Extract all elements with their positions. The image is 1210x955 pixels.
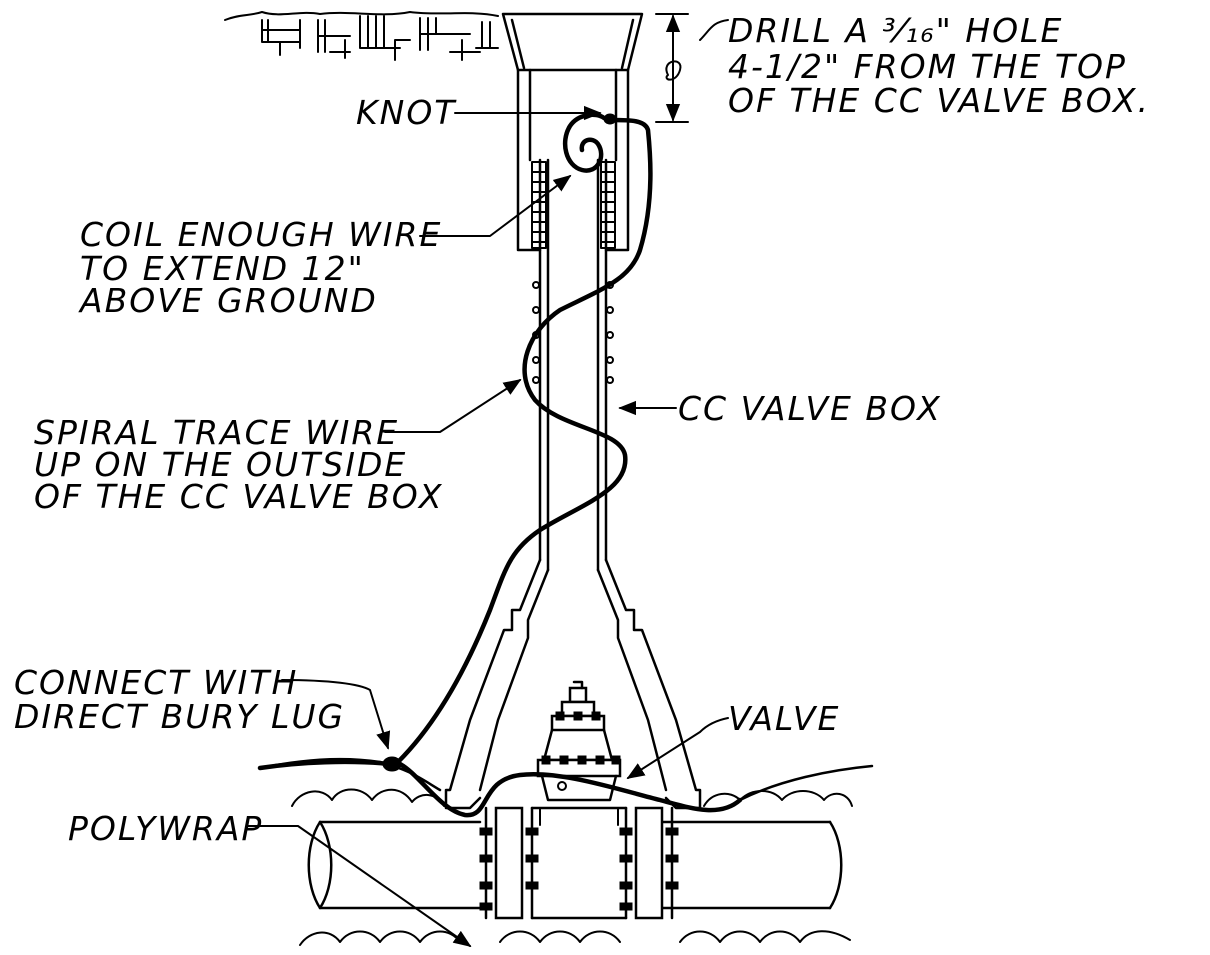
labels: DRILL A ³⁄₁₆" HOLE 4-1/2" FROM THE TOP O…: [14, 11, 1150, 848]
drill-note-line-2: 4-1/2" FROM THE TOP: [728, 47, 1127, 86]
coil-note-line-1: COIL ENOUGH WIRE: [80, 215, 442, 254]
knot-label: KNOT: [356, 93, 457, 132]
leaders: [247, 19, 729, 948]
connect-note-line-1: CONNECT WITH: [14, 663, 298, 702]
valve-label: VALVE: [728, 699, 840, 738]
spiral-note-line-1: SPIRAL TRACE WIRE: [34, 413, 399, 452]
polywrap-label: POLYWRAP: [68, 809, 263, 848]
drill-dimension: [655, 13, 689, 123]
coil-note-line-2: TO EXTEND 12": [80, 249, 365, 288]
coil-note-line-3: ABOVE GROUND: [78, 281, 378, 320]
drill-note-line-3: OF THE CC VALVE BOX.: [728, 81, 1150, 120]
cc-valve-box-label: CC VALVE BOX: [678, 389, 942, 428]
drill-note-line-1: DRILL A ³⁄₁₆" HOLE: [728, 11, 1063, 50]
water-pipe: [307, 806, 843, 920]
ground-surface-hatch: [224, 11, 499, 61]
trace-wire: [257, 112, 743, 818]
spiral-note-line-2: UP ON THE OUTSIDE: [34, 445, 407, 484]
connect-note-line-2: DIRECT BURY LUG: [14, 697, 345, 736]
gate-valve: [536, 680, 622, 802]
spiral-note-line-3: OF THE CC VALVE BOX: [34, 477, 443, 516]
